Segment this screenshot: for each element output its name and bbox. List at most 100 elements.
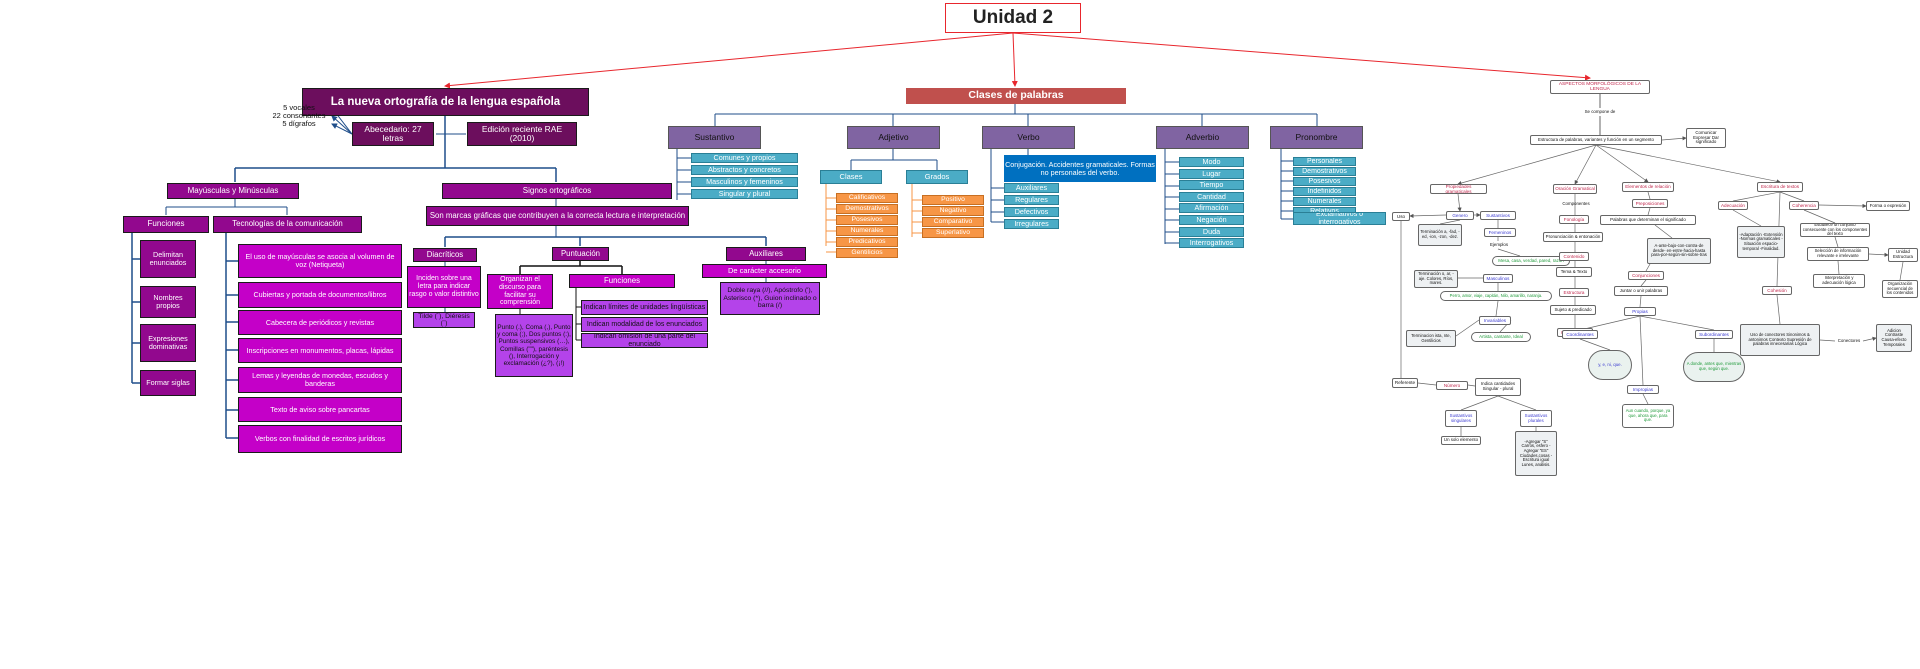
tecnologias-item: Verbos con finalidad de escritos jurídic… — [238, 425, 402, 453]
connector — [1862, 336, 1877, 342]
abecedario-note: 5 dígrafos — [282, 120, 316, 129]
puntuacion-funcion: Indican modalidad de los enunciados — [581, 317, 708, 332]
a-ante: A-ante-bajo-con-contra-de desde- en-entr… — [1647, 238, 1711, 264]
tecnologias-item: Inscripciones en monumentos, placas, láp… — [238, 338, 402, 363]
verbo-item: Auxiliares — [1004, 183, 1059, 193]
adverbio-item: Negación — [1179, 215, 1244, 225]
genero: Genero — [1446, 211, 1474, 220]
pronombre-item: Demostrativos — [1293, 167, 1356, 176]
pronombre-item: Exclamativos o interrogativos — [1293, 212, 1386, 225]
tecnologias-item: El uso de mayúsculas se asocia al volume… — [238, 244, 402, 278]
numero: Número — [1436, 381, 1468, 390]
connector — [1776, 294, 1781, 325]
diacriticos-desc: Inciden sobre una letra para indicar ras… — [407, 266, 481, 308]
componentes: Componentes — [1562, 200, 1590, 206]
connector — [1579, 315, 1641, 331]
connector — [1837, 260, 1840, 275]
interpretacion: Interpretación y adecuación lógica — [1813, 274, 1865, 288]
puntuacion-list: Punto (.), Coma (,), Punto y coma (;), D… — [495, 314, 573, 377]
verbo-item: Defectivos — [1004, 207, 1059, 217]
connector — [1457, 144, 1597, 186]
adjetivo-clase: Posesivos — [836, 215, 898, 225]
puntuacion-title: Puntuación — [552, 247, 609, 261]
pronombre-item: Numerales — [1293, 197, 1356, 206]
masculinos: Masculinos — [1483, 274, 1513, 283]
sustantivos: Sustantivos — [1480, 211, 1516, 220]
abecedario-box: Abecedario: 27 letras — [352, 122, 434, 146]
connector — [1460, 395, 1499, 411]
tecnologias-title: Tecnologías de la comunicación — [213, 216, 362, 233]
funciones-item: Formar siglas — [140, 370, 196, 396]
connector — [1595, 144, 1649, 183]
un-solo: Un solo elemento — [1441, 436, 1481, 445]
pronombre-item: Posesivos — [1293, 177, 1356, 186]
adjetivo-grados-title: Grados — [906, 170, 968, 184]
connector — [1639, 295, 1642, 308]
signos-title: Signos ortográficos — [442, 183, 672, 199]
agregar: -Agregar "S" Carros, esfero -Agregar "ES… — [1515, 431, 1557, 476]
terminacion-ista: Terminacion ista, nte, Gentilicios — [1406, 330, 1456, 347]
adverbio-title: Adverbio — [1156, 126, 1249, 149]
adjetivo-clases-title: Clases — [820, 170, 882, 184]
verbo-item: Irregulares — [1004, 219, 1059, 229]
signos-definition: Son marcas gráficas que contribuyen a la… — [426, 206, 689, 226]
diacriticos-example: Tilde (´), Diéresis (¨) — [413, 312, 475, 328]
adverbio-item: Cantidad — [1179, 191, 1244, 202]
edicion-box: Edición reciente RAE (2010) — [467, 122, 577, 146]
connector — [1779, 191, 1805, 202]
connector — [1645, 263, 1651, 272]
tecnologias-item: Lemas y leyendas de monedas, escudos y b… — [238, 367, 402, 393]
verbo-title: Verbo — [982, 126, 1075, 149]
connector — [1497, 248, 1521, 257]
connector — [1640, 279, 1647, 287]
abecedario-note: 22 consonantes — [272, 112, 326, 121]
sustantivo-item: Singular y plural — [691, 189, 798, 199]
ejemplos: Ejemplos — [1489, 241, 1509, 247]
sujeto: Sujeto & predicado — [1550, 305, 1596, 315]
subordinantes: Subordinantes — [1695, 330, 1733, 339]
sust-plurales: Sustantivos plurales — [1520, 410, 1552, 427]
puntuacion-funcion: Indican límites de unidades lingüísticas — [581, 300, 708, 315]
forma: Forma o expresión — [1866, 201, 1910, 211]
ejemplos-fem: Mesa, casa, verdad, pared, razón — [1492, 256, 1570, 266]
propiedades: Propiedades gramaticales — [1430, 184, 1487, 194]
funciones-title: Funciones — [123, 216, 209, 233]
sustantivo-item: Comunes y propios — [691, 153, 798, 163]
connector — [1409, 213, 1447, 219]
elementos: Elementos de relación — [1622, 182, 1674, 192]
abecedario-note: 5 vocales — [283, 104, 315, 113]
y-e: y, e, ni, que. — [1588, 350, 1632, 380]
connector — [1639, 315, 1715, 331]
connector — [1819, 339, 1836, 342]
auxiliares-desc: Doble raya (//), Apóstrofo ('), Asterisc… — [720, 282, 820, 315]
fonologia: Fonología — [1559, 215, 1589, 224]
femeninos: Femeninos — [1484, 228, 1516, 237]
artista: Artista, cantante, Ideal — [1471, 332, 1531, 342]
ejemplos-masc: Perro, amor, viaje, capitán, Nilo, amari… — [1440, 291, 1552, 301]
terminacion-a: Terminación a, -fad, -ed, -ion, -zon, -d… — [1418, 224, 1462, 246]
adjetivo-grado: Positivo — [922, 195, 984, 205]
connector — [1497, 395, 1537, 411]
connector — [1661, 136, 1687, 141]
aspectos-title: ASPECTOS MORFOLÓGICOS DE LA LENGUA — [1550, 80, 1650, 94]
adecuacion: Adecuación — [1718, 201, 1748, 210]
coherencia: Coherencia — [1789, 201, 1819, 210]
aun: Aun cuando, porque, ya que, ahora que, p… — [1622, 404, 1674, 428]
conjunciones: Conjunciones — [1628, 271, 1664, 280]
referente: Referente — [1392, 378, 1418, 388]
adicion: Adicion Contraste Causa-efecto Temporale… — [1876, 324, 1912, 352]
funciones-item: Delimitan enunciados — [140, 240, 196, 278]
a-donde: A donde, antes que, mientras que, según … — [1683, 352, 1745, 382]
funciones-item: Expresiones dominativas — [140, 324, 196, 362]
connector — [1732, 209, 1762, 227]
adjetivo-clase: Calificativos — [836, 193, 898, 203]
tecnologias-item: Texto de aviso sobre pancartas — [238, 397, 402, 422]
uso-conectores: Uso de conectores Sinonimos & antonimos … — [1740, 324, 1820, 356]
connector — [1439, 219, 1461, 225]
connector — [1595, 144, 1781, 184]
ortografia-title: La nueva ortografía de la lengua español… — [302, 88, 589, 116]
estructura: Estructura de palabras, variantes y func… — [1530, 135, 1662, 145]
connector — [1012, 32, 1591, 81]
adverbio-item: Duda — [1179, 226, 1244, 237]
